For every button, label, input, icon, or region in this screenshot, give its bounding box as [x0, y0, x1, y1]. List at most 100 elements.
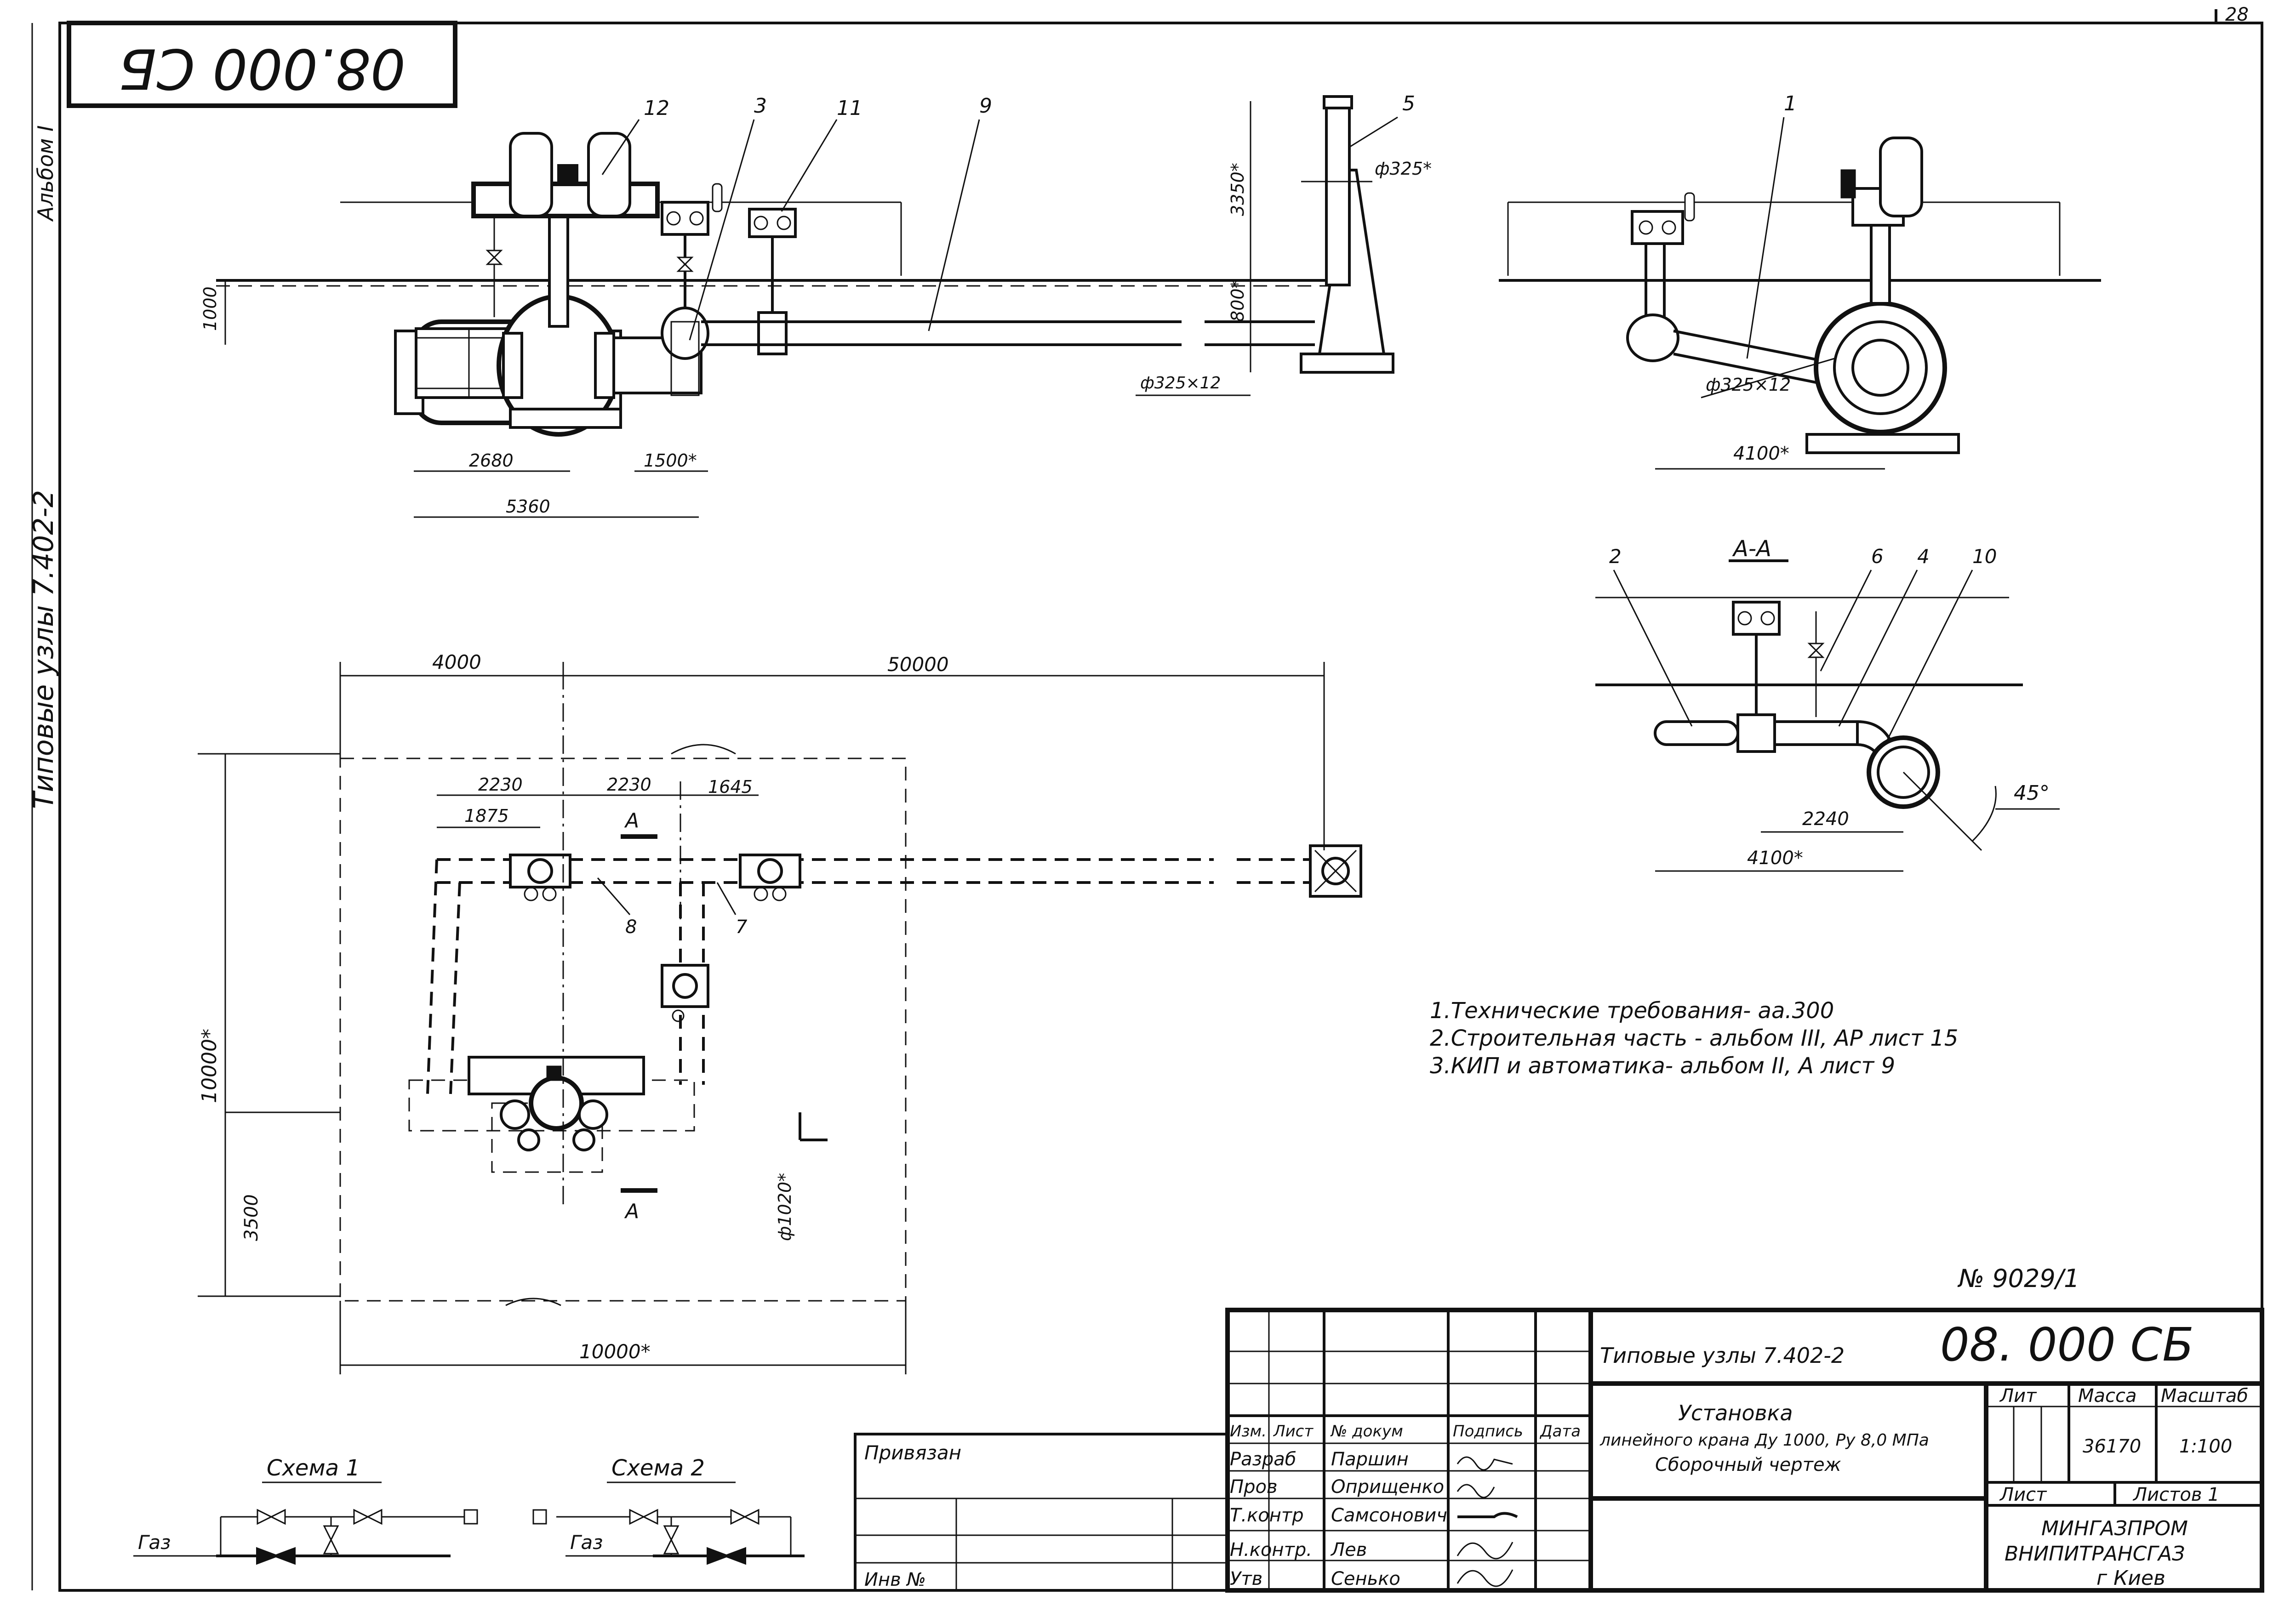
section-leader-10 — [1884, 570, 1973, 745]
section-impulse-valve — [1807, 643, 1825, 658]
section-main-pipe-inner — [1877, 746, 1930, 799]
incline-pipe-top — [1673, 330, 1835, 364]
tb-role-1: Разраб — [1230, 1449, 1296, 1470]
plan-dim-1645: 1645 — [708, 777, 753, 797]
tb-lit-label: Лит — [1999, 1385, 2037, 1407]
incline-pipe-bottom — [1673, 353, 1835, 387]
valve-11-body — [757, 311, 788, 355]
section-leader-4 — [1838, 570, 1918, 727]
dim-5360: 5360 — [506, 496, 550, 517]
section-wheel-b — [1760, 611, 1775, 626]
side-elbow — [1626, 313, 1679, 362]
tb-scale-label: Масштаб — [2161, 1385, 2248, 1407]
plan-dim-10000-vertical: 10000* — [198, 1029, 221, 1103]
tb-hdr-date: Дата — [1539, 1422, 1581, 1441]
tb-name-3: Самсонович — [1331, 1505, 1447, 1526]
scheme-1-main-valve — [256, 1547, 296, 1565]
scheme-1-valve-a — [257, 1509, 286, 1525]
scheme-2-title: Схема 2 — [611, 1455, 705, 1481]
tb-name-1: Паршин — [1331, 1449, 1409, 1470]
signature-4 — [1456, 1542, 1514, 1560]
tb-name-2: Оприщенко — [1331, 1476, 1444, 1498]
scheme-1-gas: Газ — [138, 1531, 171, 1554]
bypass-handwheel-b — [689, 211, 704, 226]
gate-arc-bottom — [505, 1298, 561, 1306]
side-spec-leader — [1701, 358, 1835, 399]
pipe-spec-325x12: ф325×12 — [1140, 374, 1221, 393]
left-stamp: Привязан Инв № — [854, 1433, 1229, 1592]
tb-code: 08. 000 СБ — [1940, 1318, 2194, 1372]
plan-dim-1020: ф1020* — [775, 1173, 795, 1241]
plan-valve-8-core — [527, 858, 553, 884]
tb-name-5: Сенько — [1331, 1568, 1400, 1589]
plan-stack-diag-b — [1314, 849, 1357, 893]
side-valve-ring-1 — [1833, 320, 1928, 415]
scheme-2-valve-b — [730, 1509, 760, 1525]
plan-small-a — [517, 1128, 540, 1151]
tb-role-4: Н.контр. — [1230, 1539, 1312, 1560]
dim-1000: 1000 — [200, 286, 220, 331]
bypass-valve-3 — [661, 201, 709, 236]
section-mark-bottom: A — [624, 1200, 639, 1223]
tb-hdr-list: Лист — [1273, 1422, 1314, 1441]
scheme-1-title: Схема 1 — [267, 1455, 360, 1481]
angle-arc — [1971, 786, 1997, 842]
bypass-casing — [670, 321, 700, 396]
fence-outline — [339, 757, 907, 1302]
plan-main-valve — [529, 1076, 584, 1131]
section-dim-4100: 4100* — [1747, 848, 1803, 869]
section-leader-2 — [1613, 570, 1693, 727]
plan-dim-4000: 4000 — [432, 651, 481, 673]
page-number: 28 — [2225, 4, 2249, 25]
section-pipe-right — [1773, 720, 1859, 746]
side-valve-ring-2 — [1851, 339, 1909, 397]
tb-series: Типовые узлы 7.402-2 — [1600, 1343, 1845, 1368]
side-stem — [1870, 219, 1891, 305]
vent-stack-pipe — [1325, 100, 1351, 286]
section-leader-6 — [1820, 570, 1872, 672]
scheme-2-gas: Газ — [570, 1531, 603, 1554]
bypass-elbow — [661, 307, 709, 360]
leader-12 — [601, 119, 640, 175]
plan-tank-left — [500, 1099, 530, 1130]
side-leader-1 — [1746, 117, 1785, 359]
valve-11-head — [748, 208, 797, 238]
dim-3350: 3350* — [1228, 163, 1248, 216]
tb-org-1: МИНГАЗПРОМ — [2041, 1517, 2188, 1540]
privyazan-label: Привязан — [864, 1441, 961, 1464]
tb-mass-value: 36170 — [2083, 1436, 2141, 1457]
section-callout-4: 4 — [1917, 545, 1930, 568]
section-valve-body — [1736, 713, 1776, 753]
note-1: 1.Технические требования- аа.300 — [1430, 998, 1834, 1024]
notes: 1.Технические требования- аа.300 2.Строи… — [1430, 998, 1958, 1079]
tb-org-2: ВНИПИТРАНСГАЗ — [2005, 1542, 2185, 1566]
signature-5 — [1456, 1569, 1514, 1587]
side-view: 1 ф325×12 4100* — [1499, 92, 2101, 470]
plan-valve-7-core — [757, 858, 783, 884]
tb-role-5: Утв — [1230, 1568, 1262, 1589]
plan-dim-3500: 3500 — [241, 1194, 262, 1241]
side-callout-1: 1 — [1784, 92, 1797, 115]
plan-bypass-valve — [661, 964, 709, 1008]
valve-11-wheel-a — [754, 216, 768, 230]
handle-3 — [712, 183, 723, 212]
valve-base — [509, 408, 622, 429]
tb-sheets-label: Листов 1 — [2132, 1484, 2220, 1505]
leader-11 — [781, 119, 838, 212]
plan-tank-right — [578, 1099, 608, 1130]
control-box — [557, 164, 578, 185]
tb-title-2: линейного крана Ду 1000, Ру 8,0 МПа — [1599, 1431, 1929, 1450]
section-callout-10: 10 — [1972, 545, 1997, 568]
note-2: 2.Строительная часть - альбом III, АР ли… — [1430, 1025, 1958, 1051]
plan-dim-2230a: 2230 — [478, 775, 523, 795]
callout-11: 11 — [837, 97, 862, 120]
section-title: A-A — [1732, 536, 1771, 562]
valve-right-flange — [594, 332, 615, 399]
tb-hdr-izm: Изм. — [1230, 1422, 1267, 1441]
plan-valve-8-wheel-a — [524, 887, 538, 901]
scheme-2-end — [532, 1509, 547, 1525]
section-wheel-a — [1737, 611, 1752, 626]
side-album-label: Альбом I — [33, 125, 58, 222]
plan-stack-pipe — [1321, 857, 1350, 885]
scheme-2-main-valve — [707, 1547, 746, 1565]
